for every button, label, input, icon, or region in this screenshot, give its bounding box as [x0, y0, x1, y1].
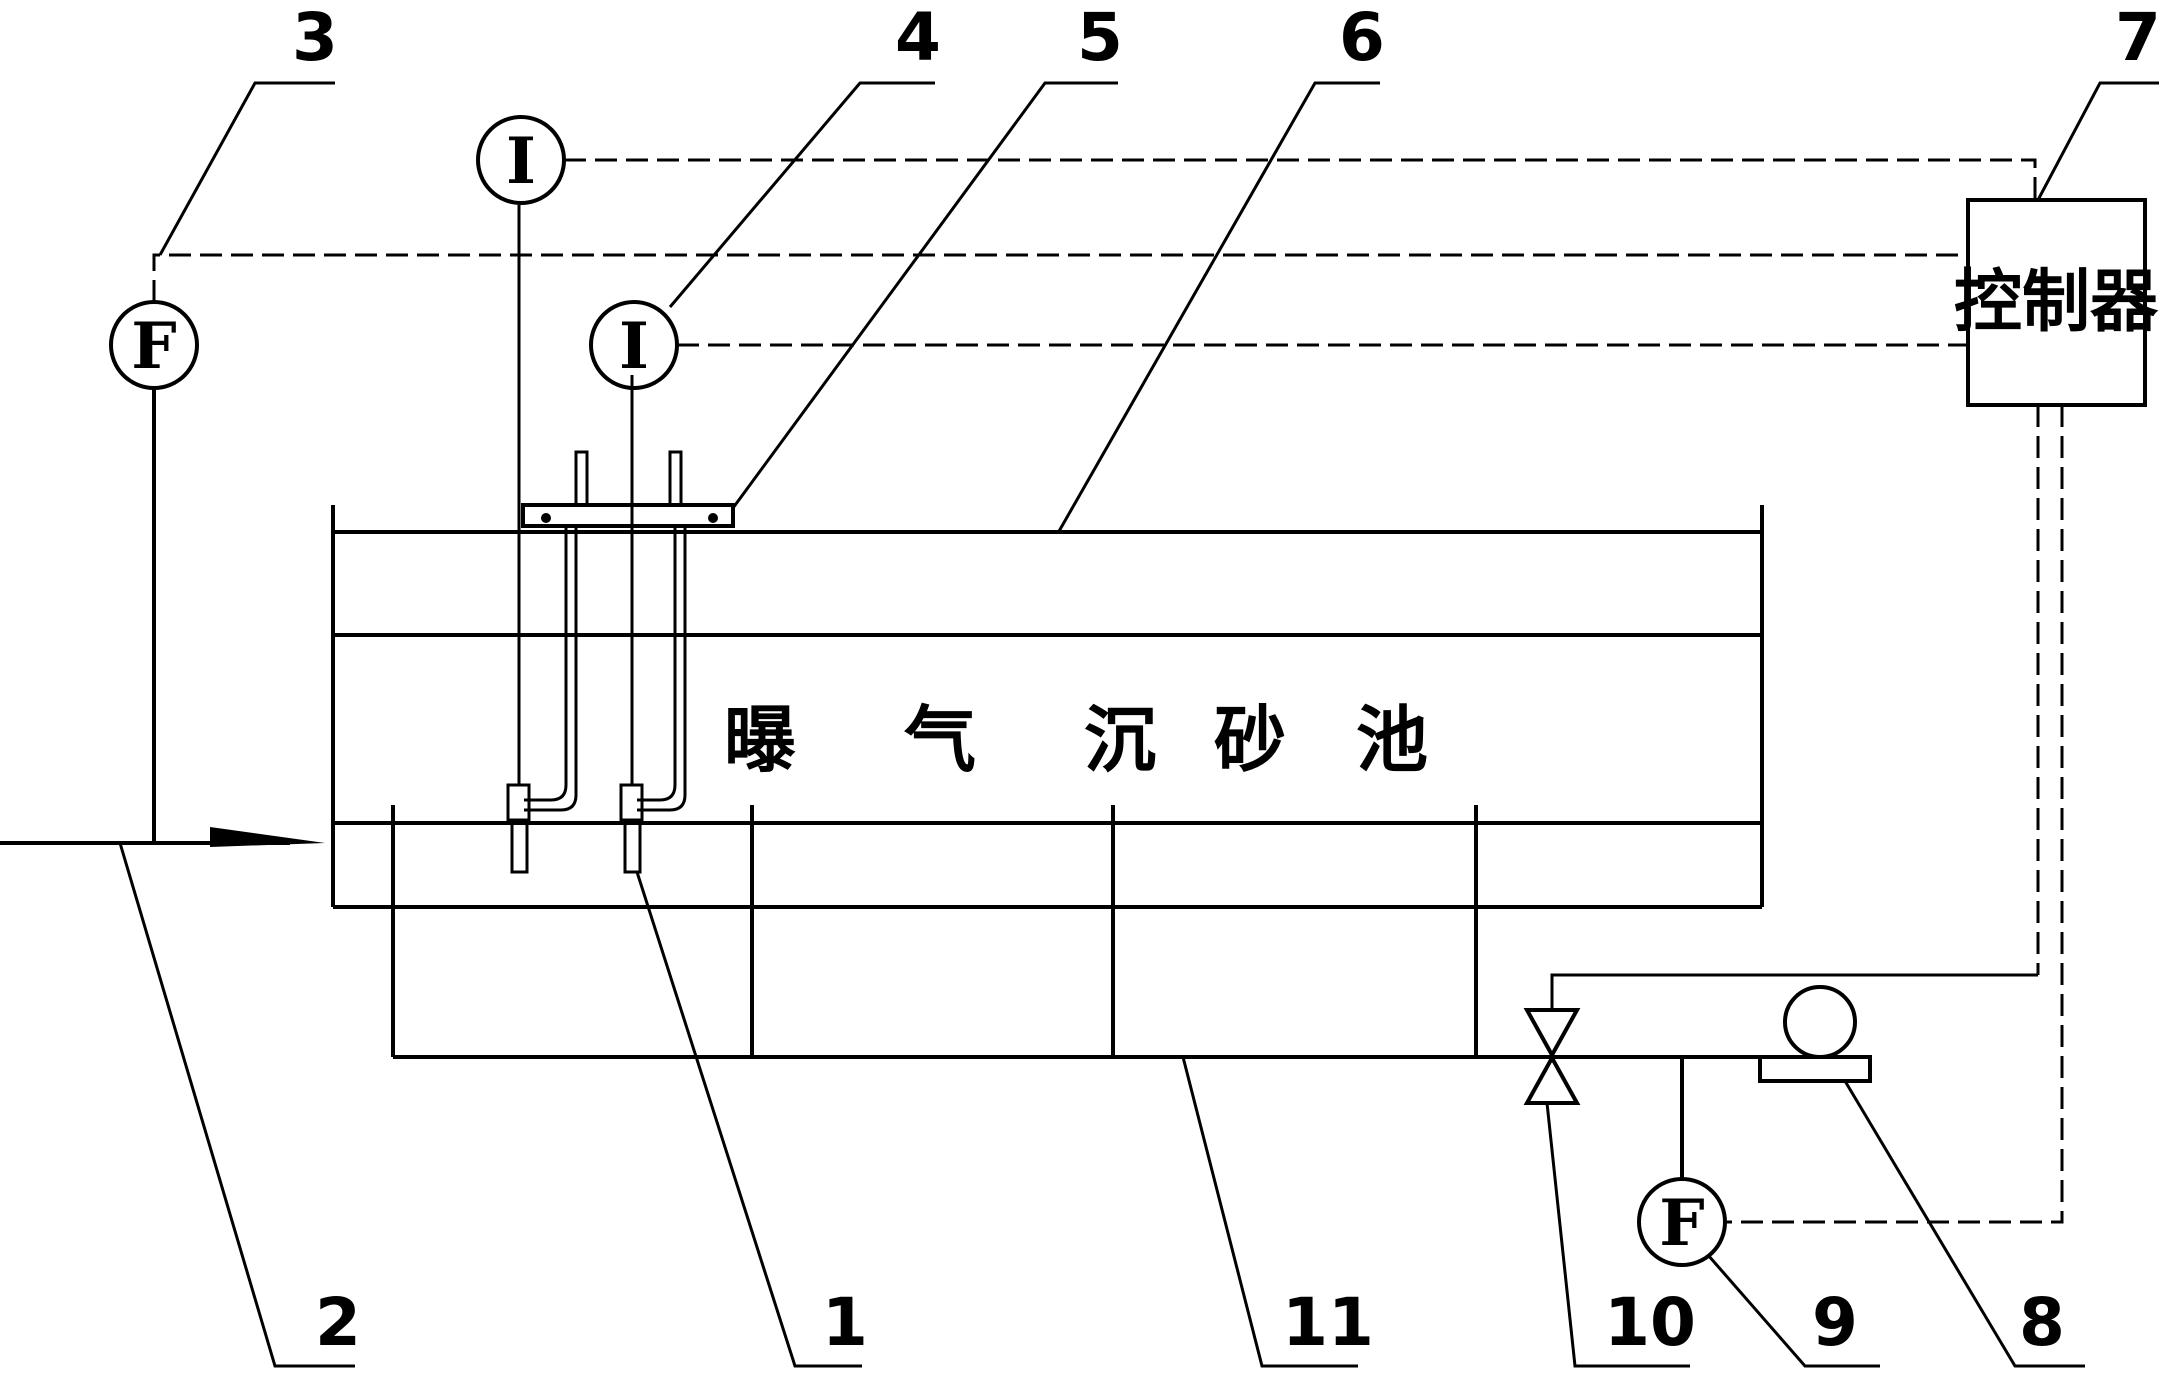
label-5: 5 [1077, 0, 1123, 76]
tank-title-char-5: 池 [1356, 698, 1428, 782]
svg-text:I: I [619, 309, 649, 384]
label-11: 11 [1282, 1284, 1374, 1361]
label-3: 3 [292, 0, 338, 76]
current-meter-upper: I [476, 115, 566, 205]
tank-title-char-3: 沉 [1084, 698, 1156, 782]
label-9: 9 [1812, 1284, 1858, 1361]
tank-title-char-4: 砂 [1214, 698, 1286, 782]
leader-lines [118, 81, 2159, 1368]
label-2: 2 [315, 1284, 361, 1361]
probe-left [506, 205, 578, 874]
flowmeter-inlet: F [109, 300, 199, 843]
svg-text:F: F [1659, 1186, 1704, 1261]
flowmeter-air: F [1637, 1140, 1727, 1267]
label-4: 4 [895, 0, 941, 76]
air-pipe-network [391, 805, 1708, 1140]
probe-bracket [521, 450, 735, 528]
label-1: 1 [822, 1284, 868, 1361]
tank-title: 曝 气 沉 砂 池 [724, 698, 1428, 782]
air-valve [1523, 973, 2038, 1105]
aerated-grit-tank [331, 505, 1764, 909]
probe-right [619, 375, 687, 874]
tank-title-char-1: 曝 [724, 698, 796, 782]
label-8: 8 [2019, 1284, 2065, 1361]
signal-lines [152, 158, 2064, 1224]
controller-box: 控制器 [1954, 198, 2159, 407]
part-numbers: 3 4 5 6 7 2 1 11 10 9 8 [292, 0, 2159, 1361]
inflow-arrow [210, 827, 325, 847]
label-7: 7 [2115, 0, 2159, 76]
tank-title-char-2: 气 [904, 698, 976, 782]
current-meter-lower: I [589, 300, 679, 390]
label-10: 10 [1604, 1284, 1696, 1361]
svg-text:I: I [506, 124, 536, 199]
controller-label: 控制器 [1954, 263, 2159, 342]
inlet-pipe [0, 827, 325, 847]
svg-text:F: F [131, 309, 176, 384]
blower [1708, 985, 1872, 1083]
label-6: 6 [1339, 0, 1385, 76]
